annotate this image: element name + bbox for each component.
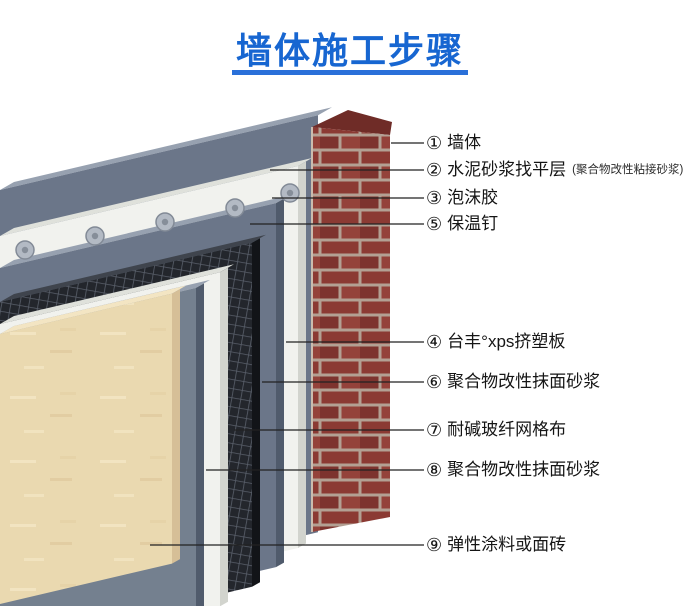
brick-wall [311, 110, 392, 532]
label-foam-adhesive: ③ 泡沫胶 [426, 186, 504, 210]
label-number: ⑨ [426, 535, 443, 555]
label-insulation-nail: ⑤ 保温钉 [426, 212, 504, 236]
label-xps-board: ④ 台丰°xps挤塑板 [426, 330, 571, 354]
label-number: ⑧ [426, 460, 443, 480]
label-text: 墙体 [447, 133, 482, 152]
label-number: ⑤ [426, 214, 443, 234]
label-text: 台丰°xps挤塑板 [447, 332, 566, 351]
label-note: (聚合物改性粘接砂浆) [572, 164, 684, 176]
label-fiberglass-mesh: ⑦ 耐碱玻纤网格布 [426, 418, 572, 442]
label-text: 聚合物改性抹面砂浆 [447, 460, 601, 479]
label-number: ① [426, 133, 443, 153]
page-title: 墙体施工步骤 [235, 30, 464, 71]
label-wall: ① 墙体 [426, 131, 487, 155]
label-text: 泡沫胶 [447, 188, 499, 207]
label-cement-leveling: ② 水泥砂浆找平层 (聚合物改性粘接砂浆) [426, 158, 683, 182]
label-text: 聚合物改性抹面砂浆 [447, 372, 601, 391]
label-number: ④ [426, 332, 443, 352]
label-number: ⑦ [426, 420, 443, 440]
layer-finish-coating [0, 285, 186, 604]
label-text: 耐碱玻纤网格布 [447, 420, 567, 439]
label-number: ② [426, 160, 443, 180]
label-text: 保温钉 [447, 214, 499, 233]
label-text: 弹性涂料或面砖 [447, 535, 567, 554]
label-elastic-coating: ⑨ 弹性涂料或面砖 [426, 533, 572, 557]
label-number: ⑥ [426, 372, 443, 392]
label-mortar-finish: ⑧ 聚合物改性抹面砂浆 [426, 458, 606, 482]
label-text: 水泥砂浆找平层 [447, 160, 567, 179]
label-mortar-base: ⑥ 聚合物改性抹面砂浆 [426, 370, 606, 394]
label-number: ③ [426, 188, 443, 208]
title-underline [232, 70, 468, 75]
leader-lines [150, 142, 424, 546]
